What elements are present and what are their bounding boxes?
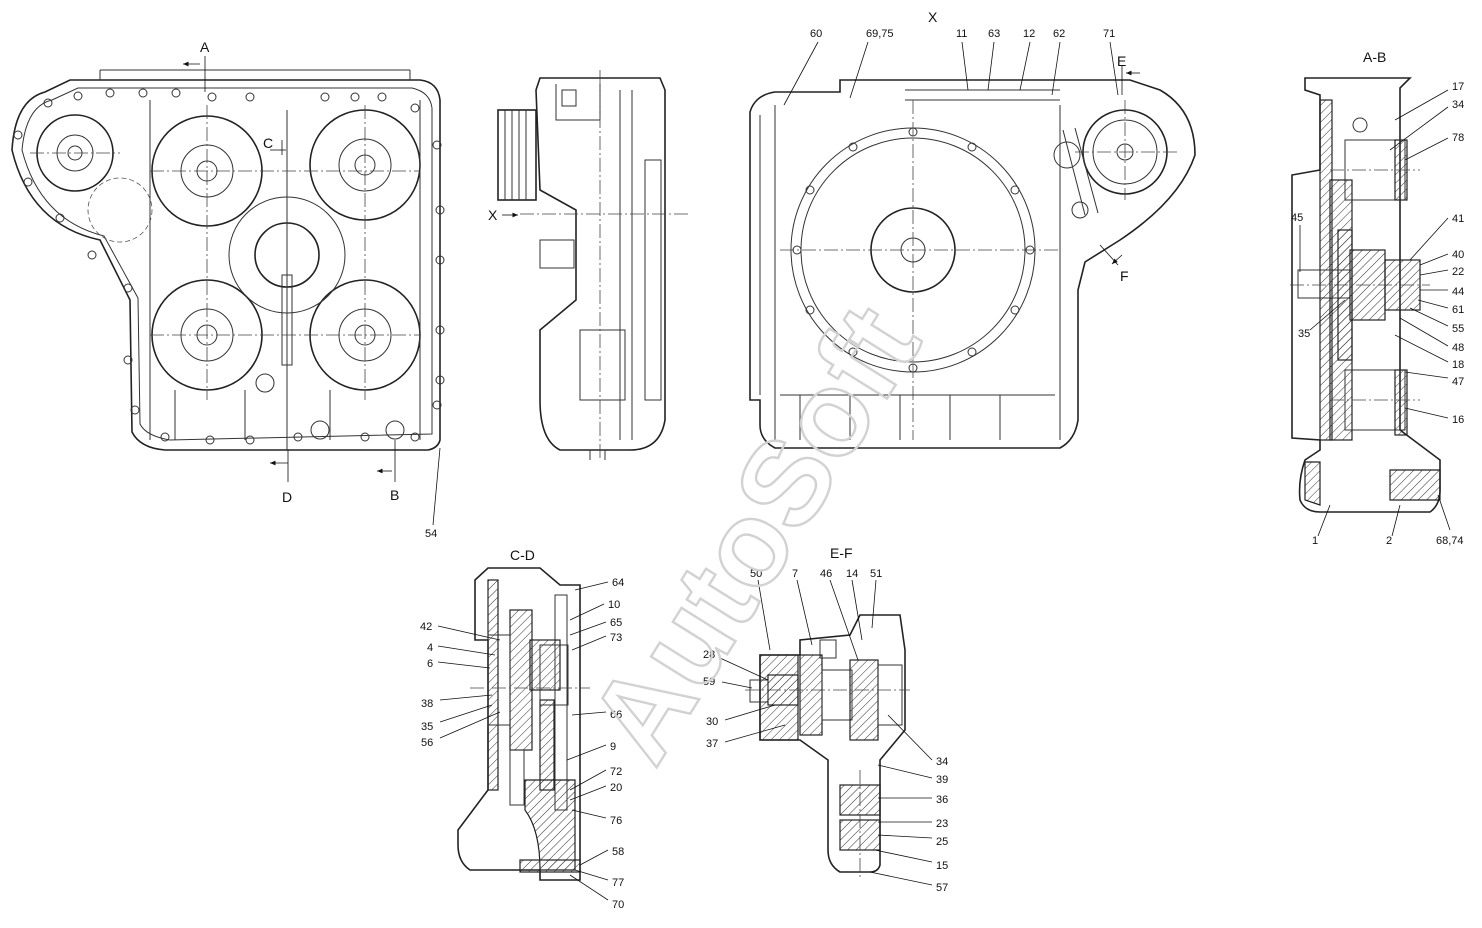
callout-78: 78 — [1452, 132, 1464, 144]
callout-47: 47 — [1452, 376, 1464, 388]
callout-4: 4 — [427, 642, 433, 654]
callout-2: 2 — [1386, 535, 1392, 547]
section-a-b: A-B 17 34 78 41 40 22 44 61 55 — [1290, 49, 1464, 547]
callout-46: 46 — [820, 568, 832, 580]
callout-64: 64 — [612, 577, 624, 589]
callout-76: 76 — [610, 815, 622, 827]
callout-38: 38 — [421, 698, 433, 710]
callout-14: 14 — [846, 568, 858, 580]
callout-68-74: 68,74 — [1436, 535, 1464, 547]
cut-label-a: A — [200, 39, 210, 55]
callout-48: 48 — [1452, 342, 1464, 354]
callout-37: 37 — [706, 738, 718, 750]
callout-42: 42 — [420, 621, 432, 633]
callout-39: 39 — [936, 774, 948, 786]
callout-45: 45 — [1291, 212, 1303, 224]
callout-70: 70 — [612, 899, 624, 911]
callout-6: 6 — [427, 658, 433, 670]
callout-18: 18 — [1452, 359, 1464, 371]
callout-63: 63 — [988, 28, 1000, 40]
callout-61: 61 — [1452, 304, 1464, 316]
section-e-f-title: E-F — [830, 545, 853, 561]
callout-77: 77 — [612, 877, 624, 889]
callout-10: 10 — [608, 599, 620, 611]
callout-34-ef: 34 — [936, 756, 948, 768]
callout-15: 15 — [936, 860, 948, 872]
section-e-f: E-F 50 7 46 14 51 28 59 30 37 — [703, 545, 948, 894]
callout-50: 50 — [750, 568, 762, 580]
callout-34: 34 — [1452, 99, 1464, 111]
callout-72: 72 — [610, 766, 622, 778]
callout-66: 66 — [610, 709, 622, 721]
callout-54: 54 — [425, 528, 437, 540]
callout-16: 16 — [1452, 414, 1464, 426]
cut-label-e: E — [1117, 53, 1126, 69]
callout-17: 17 — [1452, 81, 1464, 93]
cut-label-c: C — [263, 135, 273, 151]
callout-35-cd: 35 — [421, 721, 433, 733]
section-c-d-title: C-D — [510, 547, 535, 563]
view-x: X 60 69,75 11 63 12 62 71 — [749, 9, 1196, 449]
callout-58: 58 — [612, 846, 624, 858]
section-a-b-title: A-B — [1363, 49, 1386, 65]
side-view: X — [488, 70, 690, 460]
callout-60: 60 — [810, 28, 822, 40]
callout-40: 40 — [1452, 249, 1464, 261]
callout-71: 71 — [1103, 28, 1115, 40]
callout-69-75: 69,75 — [866, 28, 894, 40]
front-view: A D B C 54 — [11, 39, 445, 540]
front-bolts — [13, 88, 445, 445]
callout-12: 12 — [1023, 28, 1035, 40]
cut-label-d: D — [282, 489, 292, 505]
callout-73: 73 — [610, 632, 622, 644]
cut-label-f: F — [1120, 268, 1129, 284]
cut-label-b: B — [390, 487, 399, 503]
callout-36: 36 — [936, 794, 948, 806]
callout-28: 28 — [703, 649, 715, 661]
callout-23: 23 — [936, 818, 948, 830]
callout-57: 57 — [936, 882, 948, 894]
callout-7: 7 — [792, 568, 798, 580]
callout-9: 9 — [610, 741, 616, 753]
callout-22: 22 — [1452, 266, 1464, 278]
callout-55: 55 — [1452, 323, 1464, 335]
view-x-title: X — [928, 9, 938, 25]
callout-62: 62 — [1053, 28, 1065, 40]
callout-51: 51 — [870, 568, 882, 580]
callout-30: 30 — [706, 716, 718, 728]
view-x-arrow-label: X — [488, 207, 498, 223]
callout-20: 20 — [610, 782, 622, 794]
callout-59: 59 — [703, 676, 715, 688]
callout-41: 41 — [1452, 213, 1464, 225]
callout-44: 44 — [1452, 286, 1464, 298]
callout-11: 11 — [956, 28, 967, 40]
callout-1: 1 — [1312, 535, 1318, 547]
callout-25: 25 — [936, 836, 948, 848]
callout-56: 56 — [421, 737, 433, 749]
callout-65: 65 — [610, 617, 622, 629]
callout-35: 35 — [1298, 328, 1310, 340]
watermark-text: AutoSoft — [563, 283, 945, 784]
section-c-d: C-D 64 10 65 73 66 9 72 20 76 58 77 — [420, 547, 624, 911]
